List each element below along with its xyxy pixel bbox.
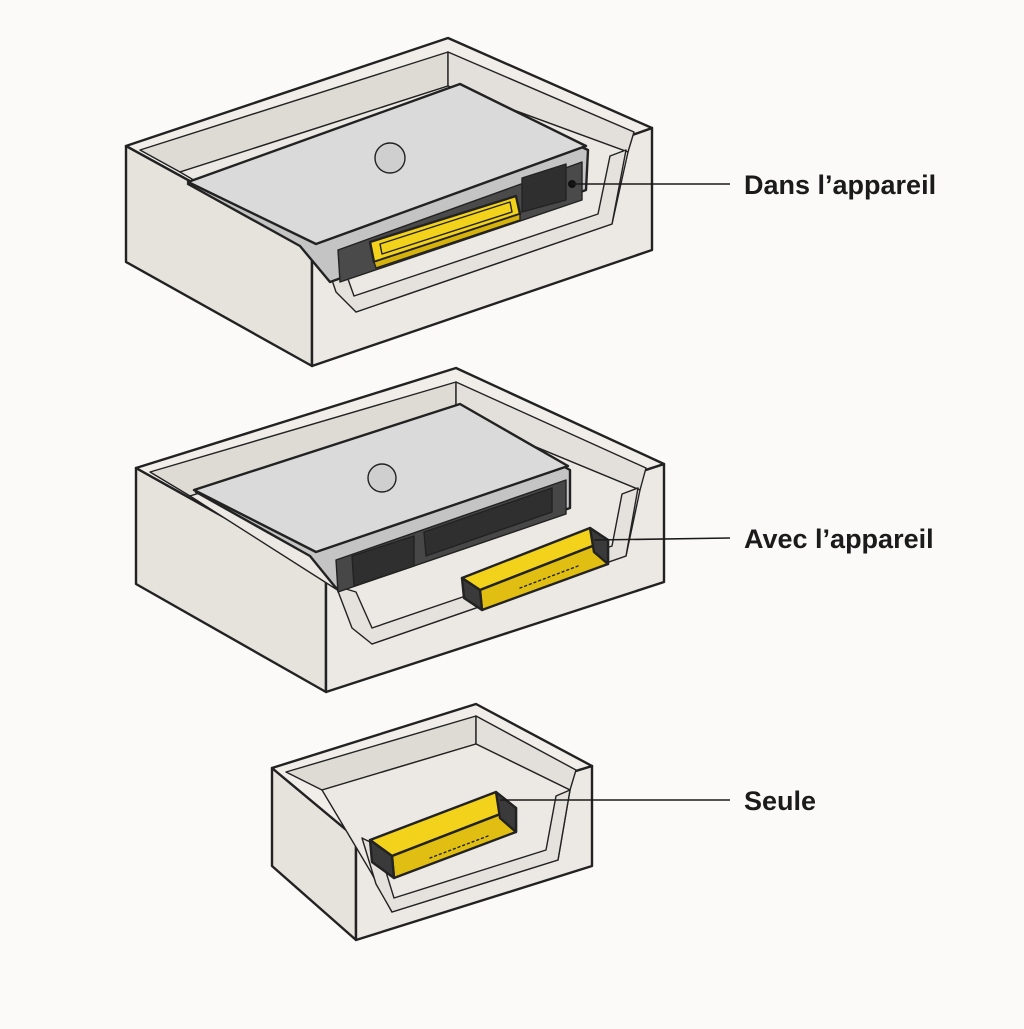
label-alone: Seule [744,786,816,816]
battery-packed-icon [460,526,610,612]
battery-installed-icon [368,194,522,269]
box-in-device [124,36,654,368]
battery-alone-icon [368,790,518,880]
box-with-device [134,366,666,694]
label-with-device: Avec l’appareil [744,524,934,554]
box-alone [270,702,594,942]
leader-line-with-device [593,537,731,541]
label-in-device: Dans l’appareil [744,170,936,200]
